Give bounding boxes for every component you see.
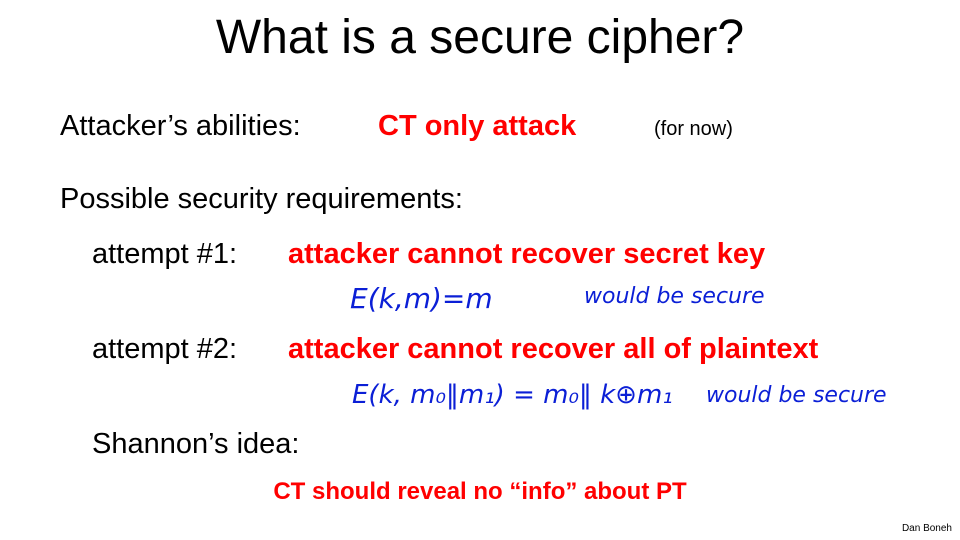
footer-author: Dan Boneh [901, 523, 952, 534]
attempt2-annotation-note: would be secure [706, 383, 887, 408]
slide-title: What is a secure cipher? [215, 11, 745, 64]
attempt1-label: attempt #1: [92, 238, 238, 270]
requirements-label: Possible security requirements: [60, 183, 463, 215]
abilities-label: Attacker’s abilities: [60, 110, 301, 142]
abilities-row: Attacker’s abilities: [60, 110, 301, 143]
abilities-note: (for now) [654, 118, 733, 140]
shannon-value: CT should reveal no “info” about PT [273, 478, 687, 505]
attempt1-annotation-note: would be secure [584, 284, 765, 309]
attempt2-annotation-formula: E(k, m₀‖m₁) = m₀‖ k⊕m₁ [352, 380, 673, 410]
abilities-value: CT only attack [378, 110, 577, 142]
attempt1-annotation-formula: E(k,m)=m [350, 282, 493, 315]
shannon-label: Shannon’s idea: [92, 428, 300, 460]
attempt1-value: attacker cannot recover secret key [288, 238, 766, 270]
attempt2-label: attempt #2: [92, 333, 238, 365]
attempt2-value: attacker cannot recover all of plaintext [288, 333, 819, 365]
